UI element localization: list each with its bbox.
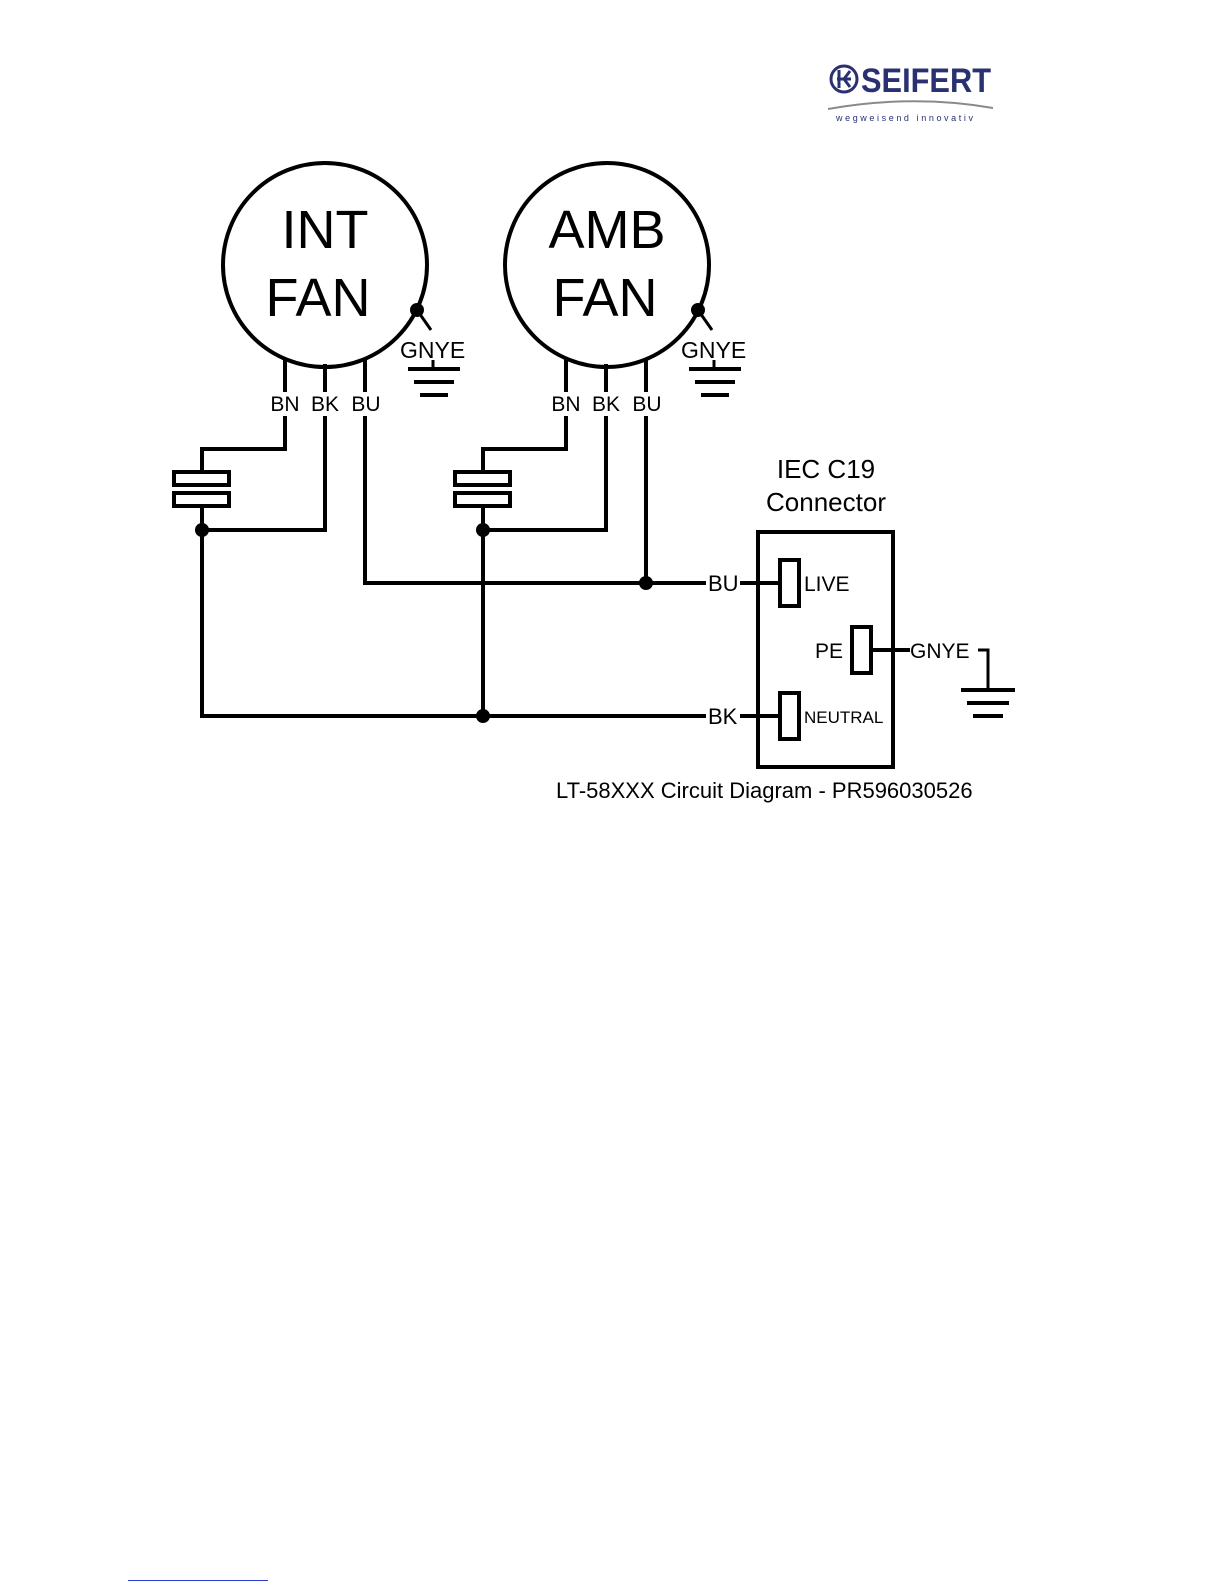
amb-fan: AMB FAN <box>505 163 709 367</box>
live-bus-wire <box>365 418 742 583</box>
connector-ground: GNYE <box>910 640 1013 716</box>
amb-bn-label: BN <box>551 393 580 416</box>
connector-title-line2: Connector <box>766 487 886 517</box>
amb-fan-ground-label: GNYE <box>681 337 746 363</box>
iec-c19-connector: LIVE NEUTRAL PE <box>742 532 908 767</box>
int-capacitor <box>174 472 229 506</box>
int-bk-label: BK <box>311 393 339 416</box>
amb-capacitor <box>455 472 510 506</box>
amb-bu-label: BU <box>632 393 661 416</box>
connector-bu-label: BU <box>708 571 739 596</box>
connector-bk-label: BK <box>708 704 738 729</box>
footer-rule <box>128 1580 268 1581</box>
neutral-junction-node <box>476 709 490 723</box>
pe-pin-label: PE <box>815 640 843 663</box>
amb-bk-label: BK <box>592 393 620 416</box>
int-bn-label: BN <box>270 393 299 416</box>
pe-pin <box>852 627 871 673</box>
int-fan-ground-label: GNYE <box>400 337 465 363</box>
neutral-pin <box>780 693 799 739</box>
diagram-caption: LT-58XXX Circuit Diagram - PR596030526 <box>556 778 973 803</box>
live-pin <box>780 560 799 606</box>
live-pin-label: LIVE <box>804 573 850 596</box>
int-fan-label-line1: INT <box>282 200 369 260</box>
amb-fan-label-line2: FAN <box>552 268 657 328</box>
connector-title-line1: IEC C19 <box>777 454 875 484</box>
amb-bn-wire <box>483 418 566 470</box>
amb-fan-label-line1: AMB <box>548 200 665 260</box>
int-fan: INT FAN <box>223 163 427 367</box>
neutral-pin-label: NEUTRAL <box>804 708 883 727</box>
circuit-diagram: INT FAN GNYE BN BK BU AMB FAN GNYE <box>0 0 1225 830</box>
int-bn-wire <box>202 418 285 470</box>
neutral-bus-wire <box>202 530 742 716</box>
int-bu-label: BU <box>351 393 380 416</box>
int-fan-label-line2: FAN <box>265 268 370 328</box>
connector-ground-label: GNYE <box>910 640 970 663</box>
